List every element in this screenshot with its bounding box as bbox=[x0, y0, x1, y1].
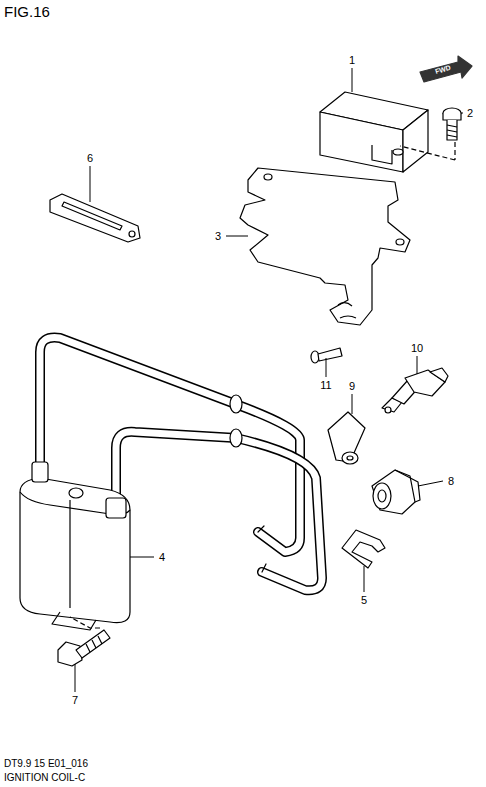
bolt bbox=[443, 108, 461, 140]
figure-caption: IGNITION COIL-C bbox=[4, 772, 85, 783]
callout-number: 6 bbox=[87, 152, 93, 164]
grommets bbox=[230, 395, 242, 447]
callout-number: 10 bbox=[411, 342, 423, 354]
ignition-coil bbox=[20, 462, 130, 630]
figure-title: FIG.16 bbox=[4, 4, 50, 21]
drawing-code: DT9.9 15 E01_016 bbox=[4, 758, 88, 769]
callout-number: 1 bbox=[349, 54, 355, 66]
callout-number: 7 bbox=[72, 694, 78, 706]
bolt bbox=[58, 630, 110, 666]
strap bbox=[50, 194, 140, 242]
plug-cap bbox=[328, 412, 365, 464]
callout-number: 5 bbox=[361, 594, 367, 606]
callout-number: 3 bbox=[215, 230, 221, 242]
leader-lines bbox=[75, 68, 463, 692]
plug-cap-elbow bbox=[372, 470, 420, 514]
clip bbox=[342, 530, 385, 568]
callout-number: 2 bbox=[467, 107, 473, 119]
fwd-arrow bbox=[420, 56, 472, 82]
callout-number: 11 bbox=[320, 379, 331, 391]
mounting-bracket bbox=[240, 168, 410, 325]
control-unit bbox=[320, 92, 428, 172]
sensor bbox=[382, 368, 448, 413]
callout-number: 4 bbox=[159, 551, 165, 563]
callout-number: 9 bbox=[349, 380, 355, 392]
callout-number: 8 bbox=[448, 475, 454, 487]
